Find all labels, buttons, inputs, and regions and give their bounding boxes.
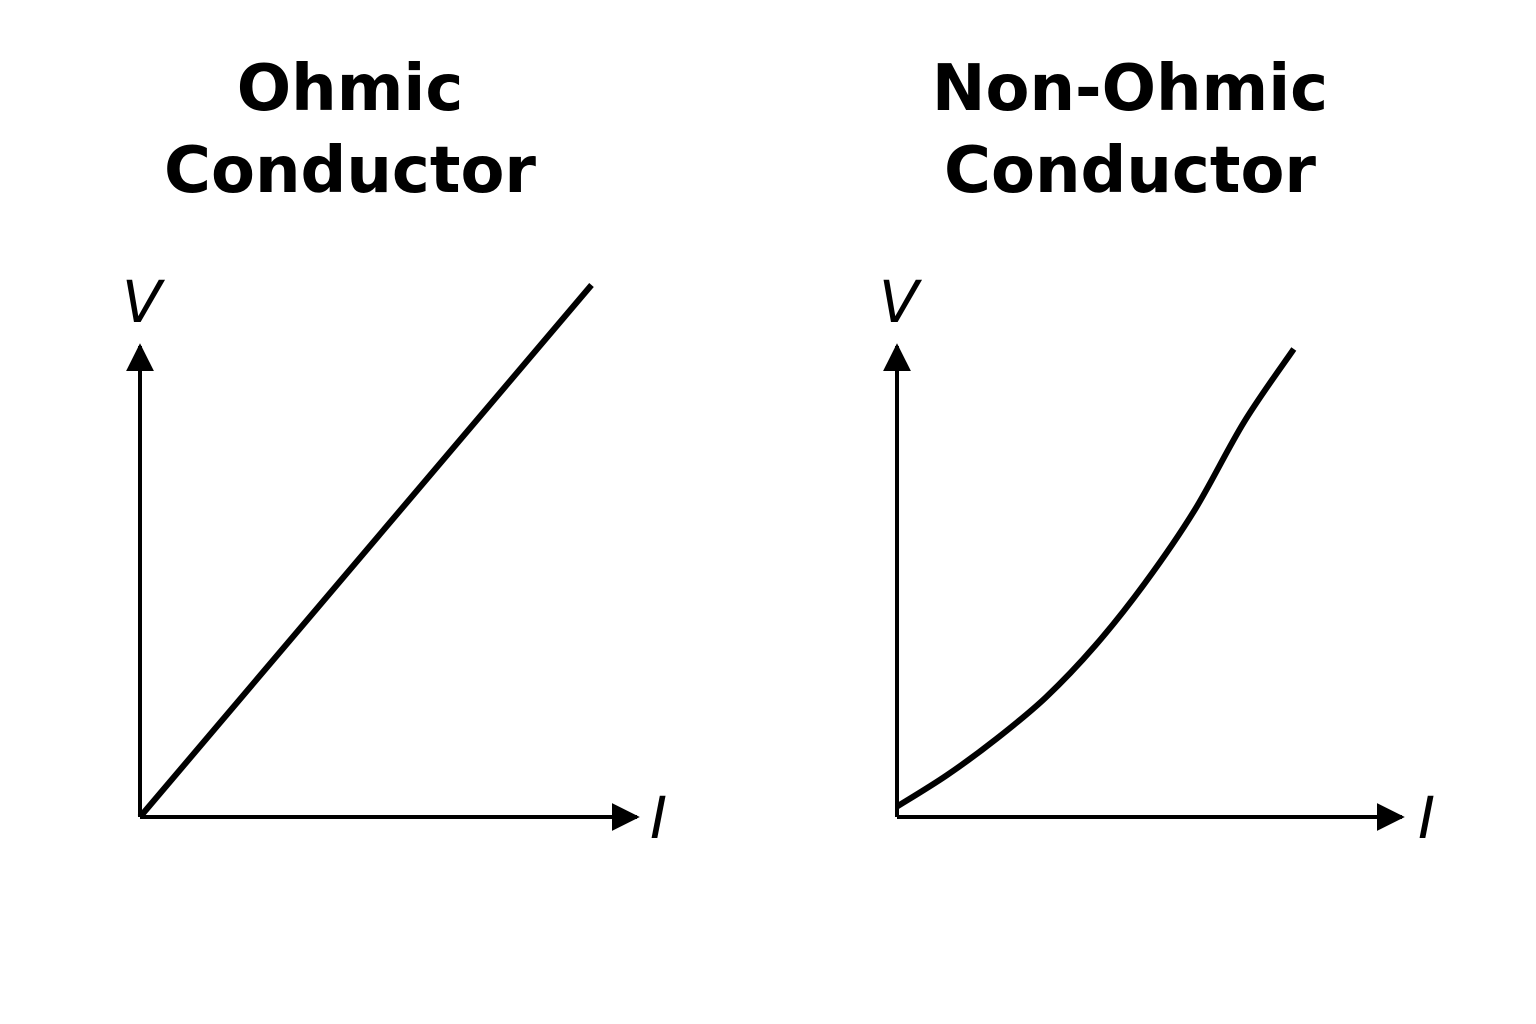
title-line-2: Conductor [164, 134, 536, 208]
x-axis-label: I [1418, 784, 1435, 852]
y-axis-label: V [122, 268, 166, 336]
series-line [137, 283, 594, 819]
ohmic-chart: V I [122, 268, 667, 852]
x-axis-label: I [650, 784, 667, 852]
title-line-2: Conductor [944, 134, 1316, 208]
y-axis-label: V [879, 268, 923, 336]
series-curve [895, 347, 1297, 810]
chart-title-non-ohmic: Non-Ohmic Conductor [870, 48, 1390, 212]
chart-title-ohmic: Ohmic Conductor [100, 48, 600, 212]
non-ohmic-chart: V I [879, 268, 1435, 852]
title-line-1: Non-Ohmic [931, 52, 1329, 126]
title-line-1: Ohmic [236, 52, 464, 126]
